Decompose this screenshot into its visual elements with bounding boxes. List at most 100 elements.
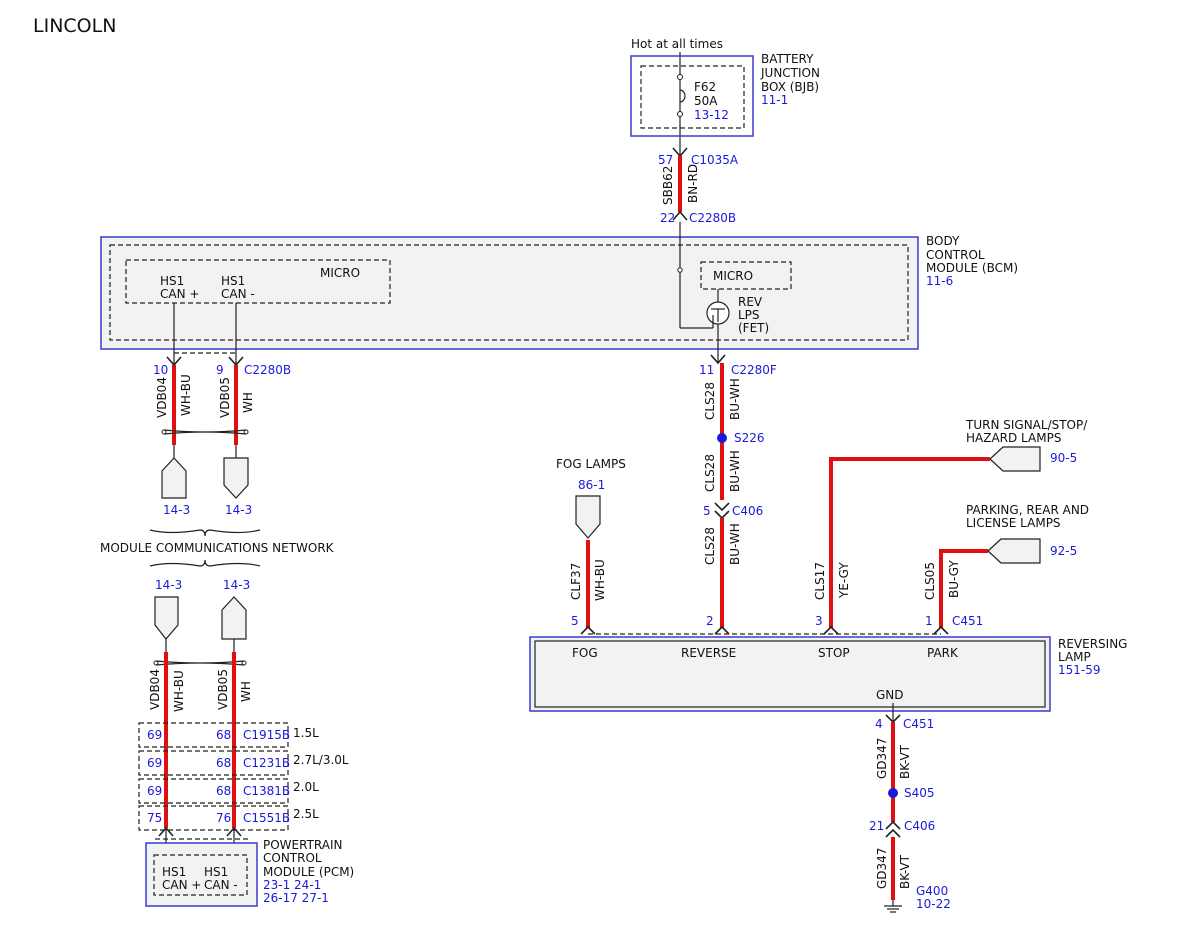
sbb62-circuit: SBB62 bbox=[661, 166, 675, 205]
left-bottom-ref-a: 14-3 bbox=[155, 578, 182, 592]
cls28-circuit-3: CLS28 bbox=[703, 527, 717, 565]
wire-cls17 bbox=[829, 457, 990, 628]
fog-ref: 86-1 bbox=[578, 478, 605, 492]
gd347-circuit-2: GD347 bbox=[875, 848, 889, 889]
network-brace-top bbox=[149, 529, 261, 537]
clf37-color: WH-BU bbox=[593, 559, 607, 601]
bcm-inner-box bbox=[109, 244, 909, 341]
bcm-name-2: CONTROL bbox=[926, 248, 985, 262]
fuse-terminal bbox=[677, 111, 683, 117]
bjb-name-2: JUNCTION bbox=[760, 66, 820, 80]
bjb-inner-box bbox=[640, 65, 745, 129]
bcm-micro-right: MICRO bbox=[713, 269, 753, 283]
vdb04-color-bottom: WH-BU bbox=[172, 670, 186, 712]
fuse-icon bbox=[679, 89, 686, 103]
page-ref-flag-icon bbox=[223, 457, 249, 499]
bcm-can-minus: CAN - bbox=[221, 287, 255, 301]
cls28-color-1: BU-WH bbox=[728, 378, 742, 420]
pcm-name-2: CONTROL bbox=[263, 851, 322, 865]
vdb05-color-bottom: WH bbox=[239, 681, 253, 702]
pin-reverse-label: REVERSE bbox=[681, 646, 736, 660]
pcm-connector-engine: 2.0L bbox=[293, 780, 319, 794]
page-title: LINCOLN bbox=[33, 15, 116, 37]
c406-gnd-connector bbox=[885, 828, 901, 838]
pcm-connector-pin-a: 75 bbox=[147, 811, 162, 825]
bcm-background bbox=[101, 237, 918, 349]
gd347-color-1: BK-VT bbox=[898, 744, 912, 779]
connector-c2280b-icon bbox=[672, 210, 688, 221]
ground-symbol-icon bbox=[884, 905, 902, 913]
park-label-2: LICENSE LAMPS bbox=[966, 516, 1061, 530]
bjb-name-3: BOX (BJB) bbox=[761, 80, 819, 94]
gnd-c406-label: C406 bbox=[904, 819, 935, 833]
pcm-connector-pin-a: 69 bbox=[147, 728, 162, 742]
pcm-connector-name: C1381B bbox=[243, 784, 290, 798]
sbb62-color: BN-RD bbox=[686, 164, 700, 203]
left-ref-b: 14-3 bbox=[225, 503, 252, 517]
vdb05-color-top: WH bbox=[241, 392, 255, 413]
reverse-pin-connector bbox=[714, 625, 730, 635]
reversing-lamp-ref: 151-59 bbox=[1058, 663, 1101, 677]
rev-lps-3: (FET) bbox=[738, 321, 769, 335]
pcm-connector-pin-a: 69 bbox=[147, 756, 162, 770]
twisted-pair-end bbox=[243, 429, 249, 435]
vdb04-circuit-bottom: VDB04 bbox=[148, 669, 162, 710]
pcm-connector-engine: 2.7L/3.0L bbox=[293, 753, 349, 767]
reversing-lamp-background bbox=[530, 637, 1050, 711]
s405-label: S405 bbox=[904, 786, 935, 800]
reverse-pin: 2 bbox=[706, 614, 714, 628]
left-ref-a: 14-3 bbox=[163, 503, 190, 517]
page-ref-flag-icon bbox=[575, 495, 601, 539]
cls28-circuit-1: CLS28 bbox=[703, 382, 717, 420]
fog-lamps-label: FOG LAMPS bbox=[556, 457, 626, 471]
pcm-connector-engine: 1.5L bbox=[293, 726, 319, 740]
pcm-can-plus: CAN + bbox=[162, 878, 201, 892]
rev-lps-1: REV bbox=[738, 295, 763, 309]
pcm-connector-name: C1551B bbox=[243, 811, 290, 825]
bcm-can-plus: CAN + bbox=[160, 287, 199, 301]
pcm-connector-box bbox=[138, 722, 289, 748]
twisted-pair-end bbox=[161, 429, 167, 435]
connector-c406-icon bbox=[714, 510, 730, 520]
network-brace-bottom bbox=[149, 559, 261, 567]
pcm-name-3: MODULE (PCM) bbox=[263, 865, 354, 879]
cls05-color: BU-GY bbox=[947, 560, 961, 598]
page-ref-flag-icon bbox=[154, 596, 179, 640]
pcm-connector-pin-b: 68 bbox=[216, 728, 231, 742]
c406-pin: 5 bbox=[703, 504, 711, 518]
pcm-ref-1: 23-1 24-1 bbox=[263, 878, 321, 892]
c2280f-label: C2280F bbox=[731, 363, 777, 377]
cls28-pin-top: 11 bbox=[699, 363, 714, 377]
pcm-connector-box bbox=[138, 750, 289, 776]
c451-label: C451 bbox=[952, 614, 983, 628]
c1035a-label: C1035A bbox=[691, 153, 739, 167]
pcm-connector-box bbox=[138, 778, 289, 804]
bcm-micro-left-box bbox=[125, 259, 391, 304]
connector-c2280f-icon bbox=[710, 354, 726, 365]
cls17-circuit: CLS17 bbox=[813, 562, 827, 600]
gnd-label: GND bbox=[876, 688, 904, 702]
bcm-hs1-b: HS1 bbox=[221, 274, 245, 288]
pcm-connector-pin-b: 76 bbox=[216, 811, 231, 825]
twisted-pair-icon bbox=[163, 429, 247, 435]
bjb-frame bbox=[630, 55, 754, 137]
fuse-rating: 50A bbox=[694, 94, 718, 108]
bcm-micro-right-box bbox=[700, 261, 792, 290]
left-pin-b: 9 bbox=[216, 363, 224, 377]
cls05-circuit: CLS05 bbox=[923, 562, 937, 600]
bjb-name-1: BATTERY bbox=[761, 52, 814, 66]
turn-label-2: HAZARD LAMPS bbox=[966, 431, 1061, 445]
bcm-frame bbox=[100, 236, 919, 350]
bcm-name-1: BODY bbox=[926, 234, 960, 248]
left-connector-label: C2280B bbox=[244, 363, 291, 377]
park-pin: 1 bbox=[925, 614, 933, 628]
left-bottom-ref-b: 14-3 bbox=[223, 578, 250, 592]
vdb05-circuit-bottom: VDB05 bbox=[216, 669, 230, 710]
stop-pin-connector bbox=[823, 625, 839, 635]
pin-fog-label: FOG bbox=[572, 646, 598, 660]
c406-label: C406 bbox=[732, 504, 763, 518]
gnd-c406-pin: 21 bbox=[869, 819, 884, 833]
twisted-pair-end bbox=[241, 660, 247, 666]
rev-lps-2: LPS bbox=[738, 308, 760, 322]
page-ref-flag-icon bbox=[221, 596, 247, 640]
